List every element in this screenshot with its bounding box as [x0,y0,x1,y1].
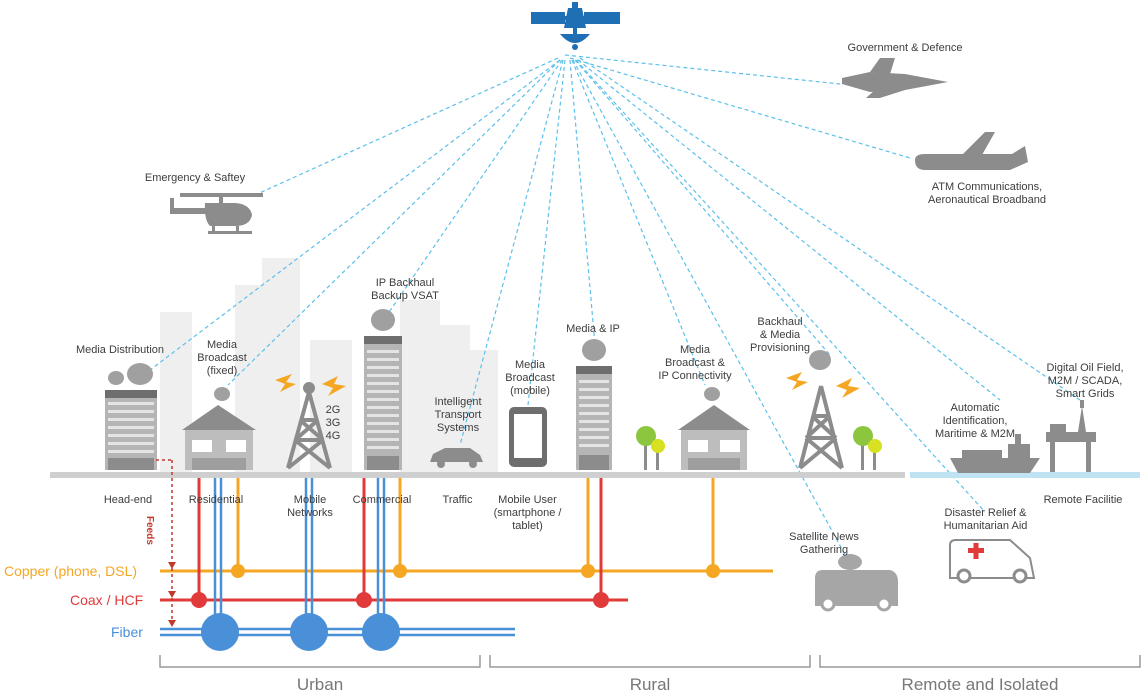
label-media-distribution: Media Distribution [75,344,165,356]
signal-bolt-icon [275,374,296,392]
legend-fiber: Fiber [111,624,143,640]
label-media-broadcast-ip: Media Broadcast & IP Connectivity [658,344,732,382]
label-mobile-user: Mobile User (smartphone / tablet) [493,494,562,532]
label-remote-facilities: Remote Facilitie [1043,494,1123,506]
legend-coax: Coax / HCF [70,592,144,608]
region-urban: Urban [296,675,344,694]
residential-house-icon [182,387,256,470]
coax-junction-nodes [191,592,609,608]
label-traffic: Traffic [442,494,473,506]
label-tower-technologies: 2G 3G 4G [325,404,341,442]
tree-icon [853,426,882,470]
satellite-icon [531,2,620,50]
legend-copper: Copper (phone, DSL) [4,563,138,579]
rural-cell-tower-icon [798,385,844,470]
ground-line [50,472,905,478]
region-brackets [159,655,1141,668]
label-media-broadcast-mobile: Media Broadcast (mobile) [505,359,555,397]
copper-junction-nodes [231,564,720,578]
sng-van-icon [815,554,898,612]
smartphone-icon [509,407,547,467]
airliner-icon [915,132,1028,170]
label-satellite-news-gathering: Satellite News Gathering [789,531,859,556]
coax-network-lines [160,478,628,602]
label-head-end: Head-end [103,494,153,506]
label-government-defence: Government & Defence [847,42,963,54]
label-media-ip: Media & IP [566,323,620,335]
region-rural: Rural [629,675,671,694]
ship-icon [950,434,1040,473]
label-backhaul-media: Backhaul & Media Provisioning [750,316,810,354]
feeds-arrowheads [168,562,176,627]
commercial-building-icon [364,309,402,470]
tree-icon [636,426,665,470]
label-feeds: Feeds [144,516,155,545]
label-media-broadcast-fixed: Media Broadcast (fixed) [197,339,247,377]
satellite-dish-icon [809,350,831,370]
fiber-junction-nodes [201,613,400,651]
region-remote: Remote and Isolated [901,675,1059,694]
media-ip-building-icon [576,339,612,470]
label-ip-backhaul: IP Backhaul Backup VSAT [371,277,439,302]
feeds-arrow [156,459,173,620]
helicopter-icon [170,193,263,234]
copper-network-lines [160,478,773,573]
label-commercial: Commercial [352,494,412,506]
rural-house-icon [678,387,750,470]
oil-rig-icon [1046,400,1096,472]
label-digital-oil-field: Digital Oil Field, M2M / SCADA, Smart Gr… [1046,362,1124,400]
signal-bolt-icon [322,376,346,396]
fighter-jet-icon [842,58,948,98]
label-intelligent-transport: Intelligent Transport Systems [434,396,482,434]
ambulance-icon [949,539,1036,584]
label-atm-communications: ATM Communications, Aeronautical Broadba… [927,181,1047,206]
satellite-links [149,54,1081,561]
signal-bolt-icon [786,372,808,390]
city-skyline-background [160,258,498,472]
car-icon [430,448,483,468]
head-end-building-icon [105,363,157,470]
signal-bolt-icon [836,378,860,398]
label-automatic-identification: Automatic Identification, Maritime & M2M [934,402,1016,440]
label-mobile-networks: Mobile Networks [287,494,333,519]
sea-line [910,472,1140,478]
label-emergency-safety: Emergency & Saftey [144,172,246,184]
cell-tower-icon [286,382,332,470]
label-disaster-relief: Disaster Relief & Humanitarian Aid [943,507,1028,532]
label-residential: Residential [188,494,244,506]
